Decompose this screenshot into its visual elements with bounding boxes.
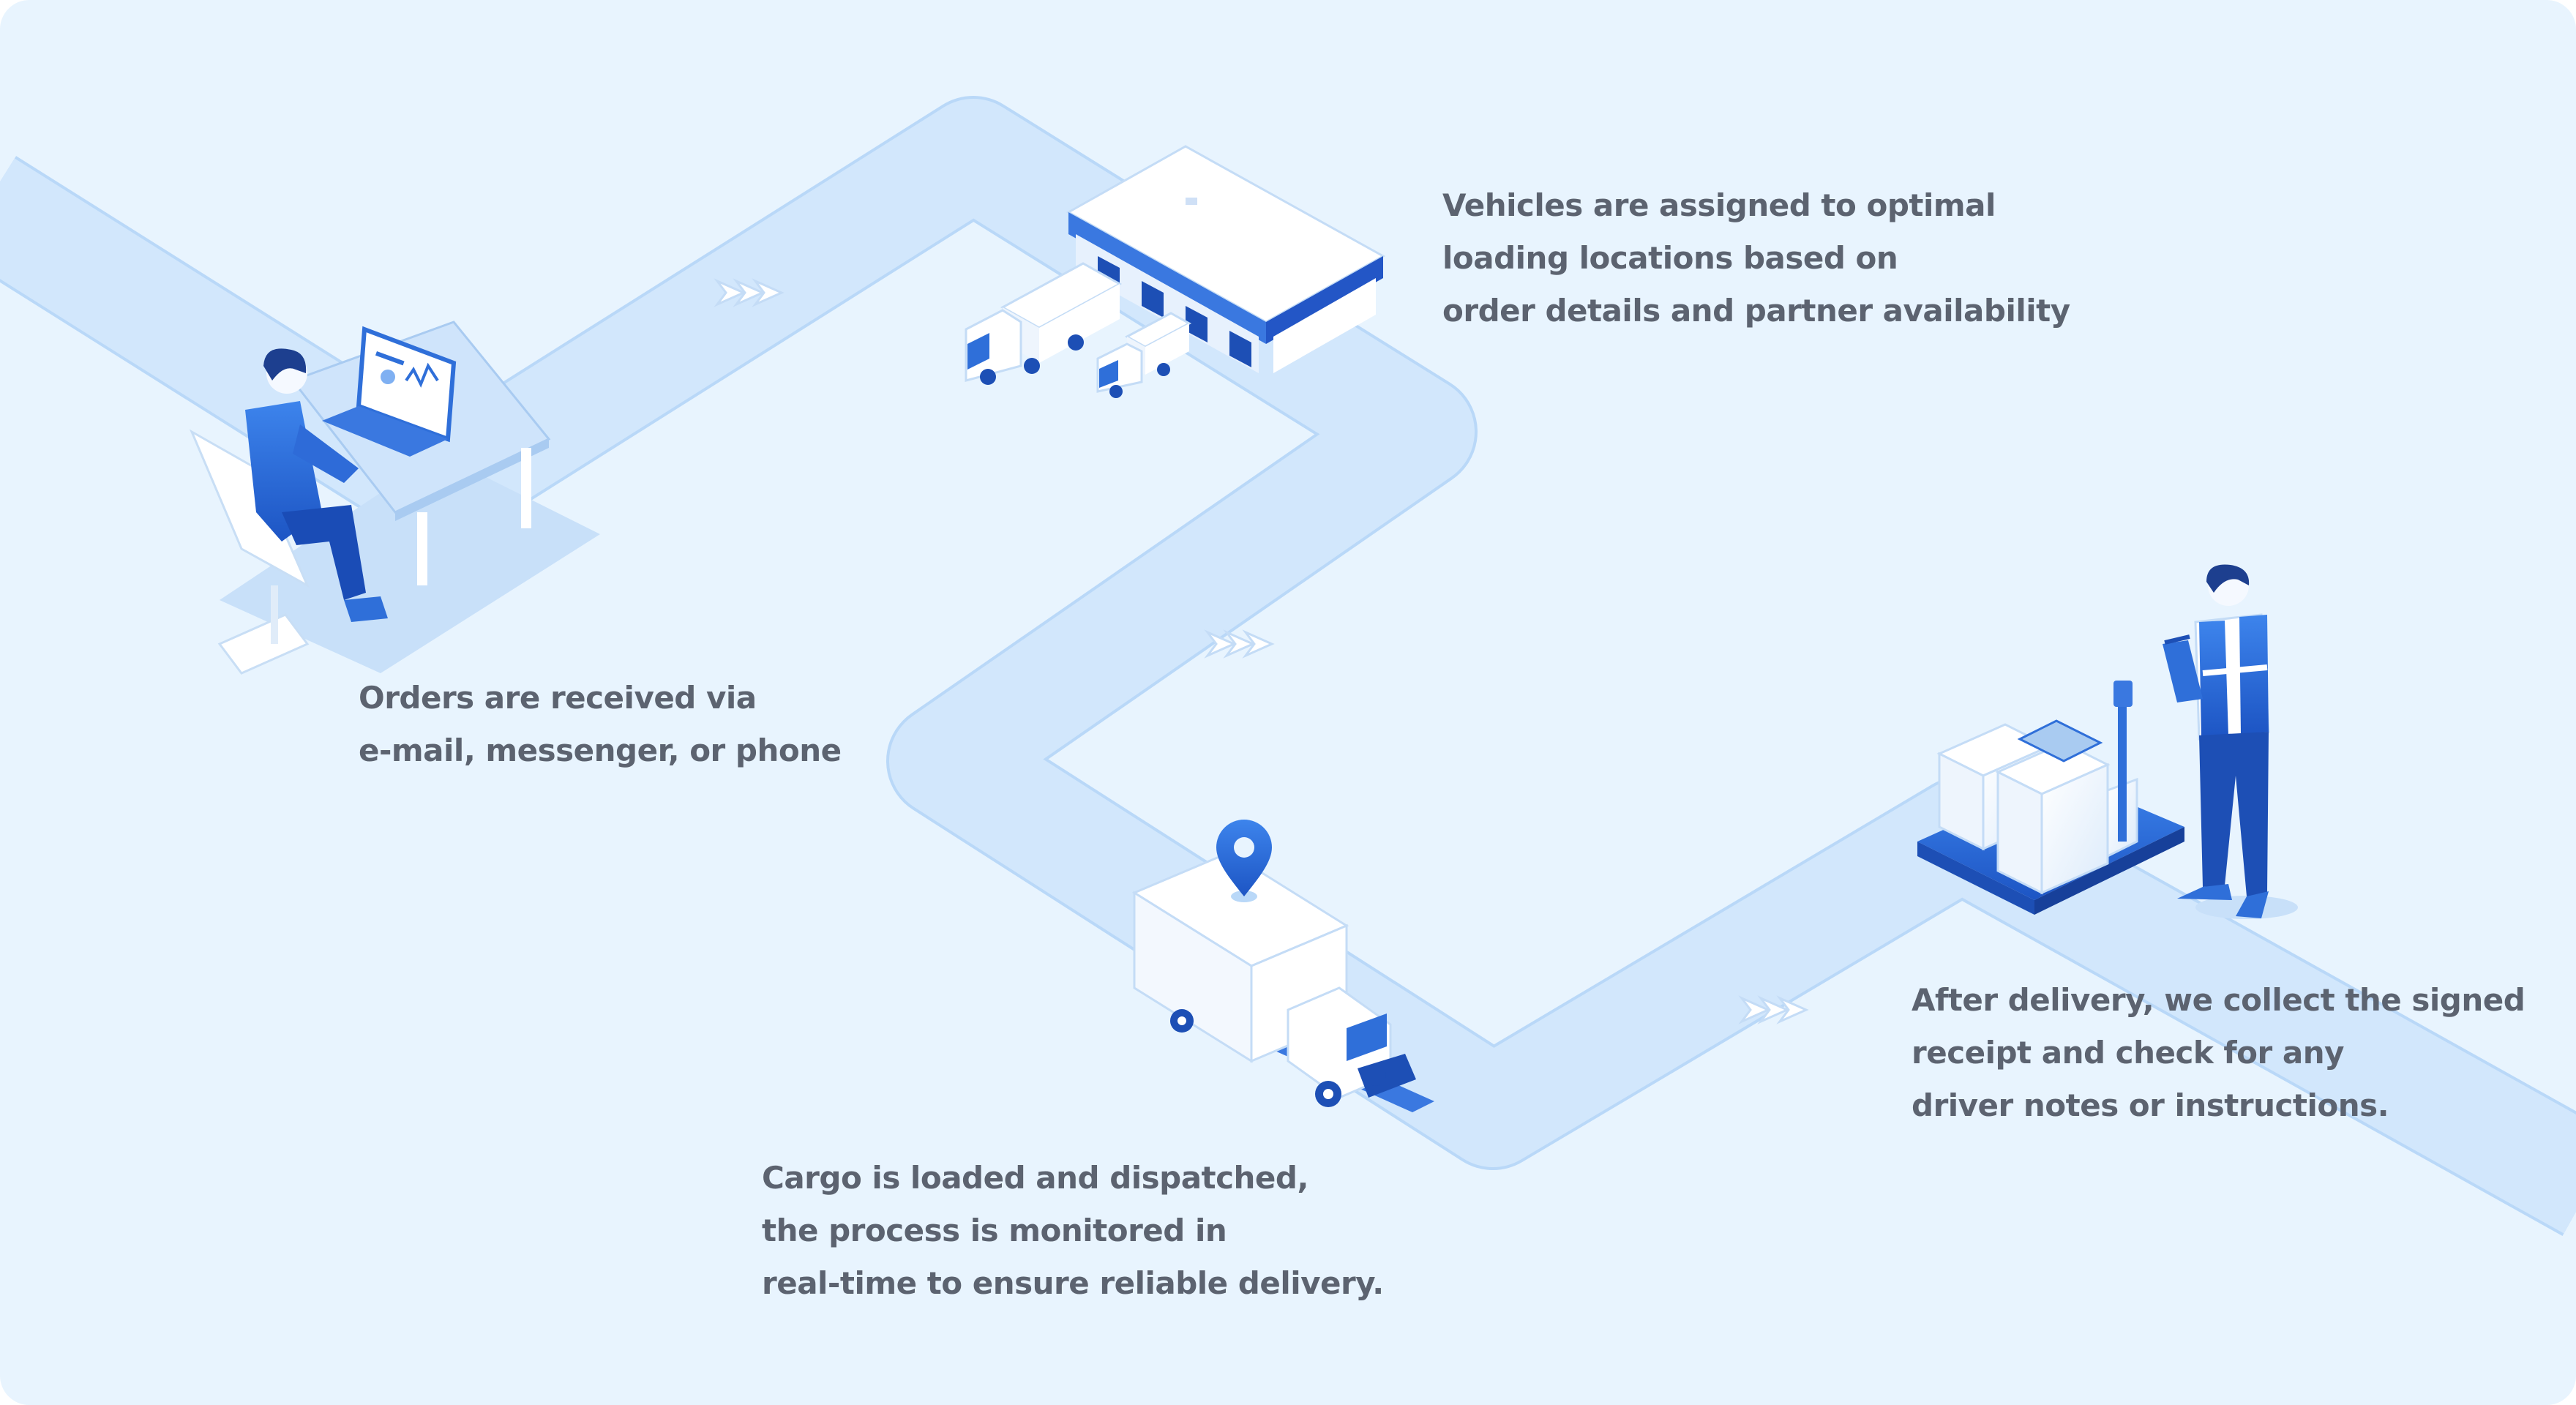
caption-line: order details and partner availability — [1442, 293, 2070, 329]
courier-with-clipboard-icon — [2163, 564, 2298, 919]
location-pin-icon — [1216, 820, 1272, 902]
warehouse-icon — [1066, 145, 1386, 373]
step-caption-vehicles: Vehicles are assigned to optimal loading… — [1442, 179, 2070, 337]
cargo-pallet-icon — [1917, 681, 2184, 915]
caption-line: Orders are received via — [359, 680, 757, 716]
person-at-laptop-icon — [189, 321, 600, 675]
caption-line: Cargo is loaded and dispatched, — [762, 1160, 1308, 1196]
delivery-truck-icon — [1131, 851, 1434, 1112]
direction-chevrons-icon — [714, 278, 1809, 1024]
semi-truck-icon — [965, 262, 1123, 385]
step-caption-orders: Orders are received via e-mail, messenge… — [359, 672, 842, 777]
caption-line: loading locations based on — [1442, 240, 1898, 276]
caption-line: After delivery, we collect the signed — [1912, 982, 2526, 1018]
caption-line: the process is monitored in — [762, 1213, 1227, 1248]
caption-line: e-mail, messenger, or phone — [359, 733, 842, 768]
step-caption-delivery: After delivery, we collect the signed re… — [1912, 974, 2526, 1132]
caption-line: real-time to ensure reliable delivery. — [762, 1265, 1384, 1301]
caption-line: driver notes or instructions. — [1912, 1087, 2389, 1123]
step-caption-cargo: Cargo is loaded and dispatched, the proc… — [762, 1152, 1384, 1310]
caption-line: receipt and check for any — [1912, 1035, 2344, 1071]
caption-line: Vehicles are assigned to optimal — [1442, 187, 1996, 223]
van-truck-icon — [1096, 312, 1192, 398]
